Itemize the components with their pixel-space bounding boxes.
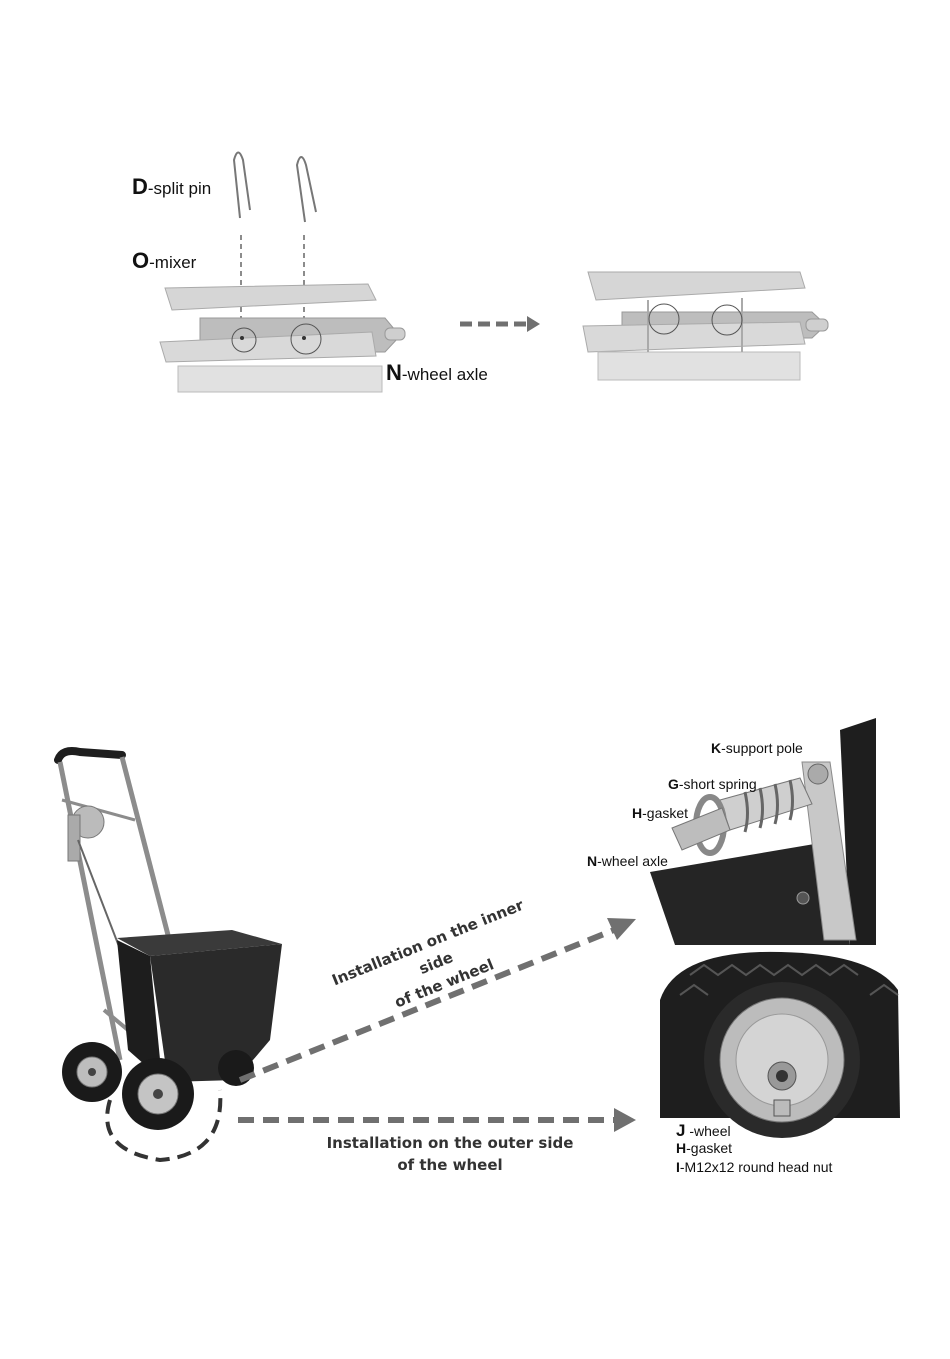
label-gasket-inner: H-gasket (632, 805, 688, 821)
label-mixer: O-mixer (132, 248, 196, 274)
label-gasket-outer: H-gasket (676, 1140, 732, 1156)
label-wheel: J -wheel (676, 1121, 731, 1141)
label-wheel-axle-top: N-wheel axle (386, 360, 488, 386)
label-wheel-axle-bottom: N-wheel axle (587, 853, 668, 869)
split-pin-left (234, 153, 250, 219)
label-outer-side: Installation on the outer side of the wh… (318, 1132, 582, 1176)
spreader-cart (58, 751, 282, 1160)
label-round-head-nut: I-M12x12 round head nut (676, 1159, 832, 1175)
label-split-pin: D-split pin (132, 174, 211, 200)
outer-side-arrow (238, 1108, 636, 1132)
mixer-assembly-left (160, 284, 405, 392)
label-short-spring: G-short spring (668, 776, 757, 792)
split-pin-right (297, 157, 316, 222)
outer-side-closeup (660, 952, 900, 1138)
top-transition-arrow (460, 316, 540, 332)
mixer-assembly-right (583, 272, 828, 380)
label-support-pole: K-support pole (711, 740, 803, 756)
